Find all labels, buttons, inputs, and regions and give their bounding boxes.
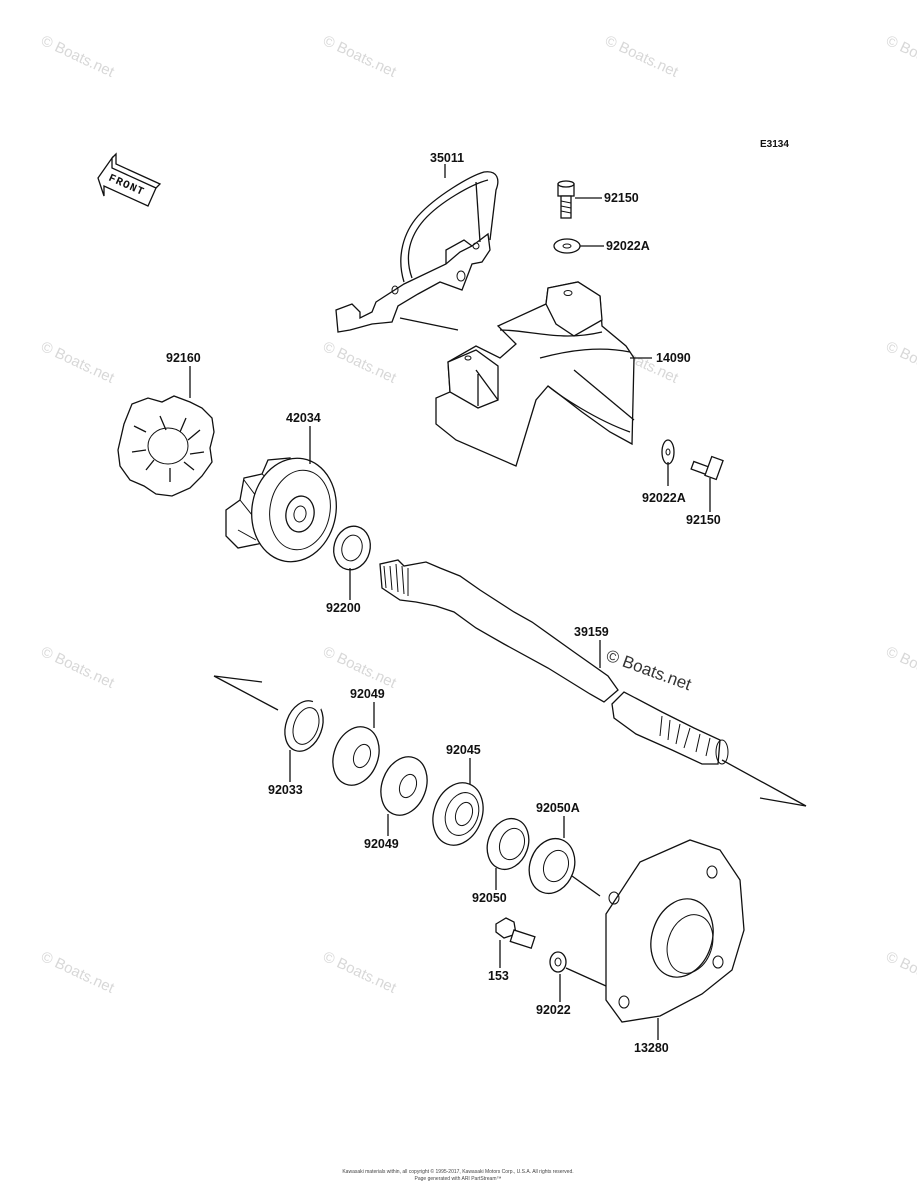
- washer-92022A-top: [553, 238, 581, 254]
- watermark: © Boats.net: [883, 948, 917, 997]
- part-label-92050: 92050: [472, 891, 507, 905]
- axis-lines: [213, 317, 807, 807]
- bolt-92150-bottom: [690, 455, 724, 481]
- part-label-13280: 13280: [634, 1041, 669, 1055]
- washer-92022: [549, 951, 607, 987]
- watermark: © Boats.net: [602, 32, 681, 81]
- part-label-39159: 39159: [574, 625, 609, 639]
- footer-copyright: Kawasaki materials within, all copyright…: [342, 1168, 573, 1175]
- watermark: © Boats.net: [38, 338, 117, 387]
- part-label-14090: 14090: [656, 351, 691, 365]
- watermark: © Boats.net: [38, 32, 117, 81]
- part-label-92050A: 92050A: [536, 801, 580, 815]
- part-label-92200: 92200: [326, 601, 361, 615]
- leader-lines: [189, 164, 711, 1040]
- part-label-153: 153: [488, 969, 509, 983]
- washer-92022A-bottom: [661, 439, 675, 465]
- part-label-35011: 35011: [430, 151, 464, 165]
- watermark: © Boats.net: [320, 32, 399, 81]
- part-label-92033: 92033: [268, 783, 303, 797]
- watermark: © Boats.net: [883, 643, 917, 692]
- front-arrow-icon: FRONT: [97, 152, 162, 207]
- housing-13280: [605, 839, 745, 1023]
- diagram-code: E3134: [760, 139, 789, 150]
- watermark: © Boats.net: [38, 948, 117, 997]
- circlip-92033: [284, 700, 324, 752]
- impeller-42034: [225, 457, 337, 563]
- footer: Kawasaki materials within, all copyright…: [342, 1168, 573, 1182]
- watermark: © Boats.net: [883, 338, 917, 387]
- watermark: © Boats.net: [320, 948, 399, 997]
- part-label-92049-top: 92049: [350, 687, 385, 701]
- part-label-42034: 42034: [286, 411, 321, 425]
- bolt-92150-top: [557, 180, 575, 219]
- part-label-92022A-top: 92022A: [606, 239, 650, 253]
- seal-92049-top: [332, 726, 380, 786]
- washer-92200: [333, 525, 371, 571]
- watermarks: © Boats.net © Boats.net © Boats.net © Bo…: [38, 32, 917, 997]
- nipple-153: [495, 917, 536, 950]
- coupling-92160: [117, 395, 215, 497]
- part-label-92045: 92045: [446, 743, 481, 757]
- part-label-92022: 92022: [536, 1003, 571, 1017]
- bearing-92050: [486, 817, 530, 871]
- seal-92049-bottom: [380, 756, 428, 816]
- part-label-92150-bottom: 92150: [686, 513, 721, 527]
- cover-14090: [435, 281, 635, 467]
- footer-generated: Page generated with ARI PartStream™: [415, 1176, 502, 1182]
- shaft-39159: [379, 559, 729, 765]
- watermark: © Boats.net: [320, 643, 399, 692]
- watermark: © Boats.net: [883, 32, 917, 81]
- part-label-92150-top: 92150: [604, 191, 639, 205]
- part-label-92049-bottom: 92049: [364, 837, 399, 851]
- bracket-35011: [335, 171, 499, 333]
- part-labels: 35011 92150 92022A 14090 92160 42034 920…: [166, 151, 721, 1055]
- bearing-92045: [432, 782, 484, 846]
- watermark: © Boats.net: [38, 643, 117, 692]
- bearing-92050A: [528, 837, 601, 897]
- part-label-92160: 92160: [166, 351, 201, 365]
- watermark-main: © Boats.net: [604, 646, 694, 694]
- watermark: © Boats.net: [320, 338, 399, 387]
- part-label-92022A-bottom: 92022A: [642, 491, 686, 505]
